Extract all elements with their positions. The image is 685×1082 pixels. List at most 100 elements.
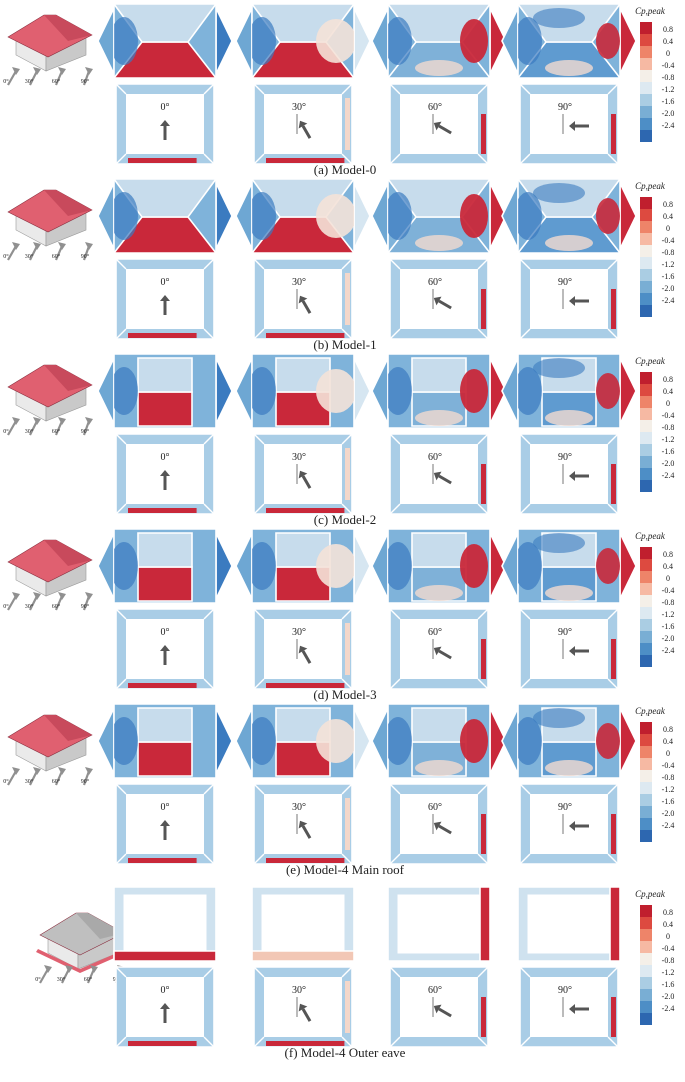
colorbar-segment (640, 22, 652, 34)
lower-windward-edge (266, 858, 345, 863)
colorbar-segment (640, 257, 652, 269)
colorbar-tick-label: -0.8 (662, 598, 675, 607)
colorbar-segment (640, 989, 652, 1001)
cp-panel-2: 60° (371, 353, 507, 515)
colorbar-segment (640, 245, 652, 257)
model-row-2: 0°30°60°90°0°30°60°90°Cp,peak0.80.40-0.4… (3, 353, 674, 527)
wind-angle-label: 30° (25, 778, 34, 785)
colorbar-tick-label: -2.0 (662, 809, 675, 818)
lower-windward-edge (128, 333, 197, 338)
wind-direction-label: 90° (558, 277, 572, 288)
cp-panel-3: 90° (501, 178, 637, 340)
row-caption: (e) Model-4 Main roof (286, 862, 405, 877)
colorbar-segment (640, 583, 652, 595)
model-row-0: 0°30°60°90°0°30°60°90°Cp,peak0.80.40-0.4… (3, 3, 675, 177)
lower-windward-edge (611, 814, 616, 854)
wind-angle-label: 60° (52, 778, 61, 785)
wind-direction-label: 90° (558, 985, 572, 996)
colorbar-segment (640, 643, 652, 655)
cp-panel-1: 30° (235, 528, 371, 690)
lower-windward-edge (128, 508, 197, 513)
wind-direction-label: 0° (161, 985, 170, 996)
wind-arrow-icon (160, 1003, 170, 1023)
lower-windward-edge (266, 508, 345, 513)
colorbar-segment (640, 221, 652, 233)
wind-direction-label: 0° (161, 452, 170, 463)
wind-direction-arrow-icon: 0° (3, 767, 20, 786)
wind-angle-label: 60° (84, 976, 93, 983)
wind-arrow-icon (296, 289, 312, 314)
wind-direction-label: 60° (428, 277, 442, 288)
row-caption: (b) Model-1 (313, 337, 376, 352)
colorbar-segment (640, 1013, 652, 1025)
cp-panel-2: 60° (371, 3, 507, 165)
wind-direction-label: 90° (558, 802, 572, 813)
building-model-icon: 0°30°60°90° (3, 539, 93, 611)
wind-direction-arrow-icon: 90° (81, 417, 93, 436)
colorbar-segment (640, 953, 652, 965)
wind-direction-label: 30° (292, 102, 306, 113)
wind-direction-label: 60° (428, 985, 442, 996)
left-side-triangle (371, 532, 389, 600)
wind-direction-arrow-icon: 30° (25, 767, 41, 786)
colorbar-segment (640, 571, 652, 583)
colorbar-segment (640, 46, 652, 58)
colorbar-tick-label: -1.6 (662, 447, 675, 456)
wind-angle-label: 30° (57, 976, 66, 983)
lower-windward-edge (128, 858, 197, 863)
lower-eave-opening (530, 977, 608, 1037)
upper-eave-opening (527, 894, 611, 954)
colorbar-segment (640, 965, 652, 977)
lower-eave-opening (530, 444, 608, 504)
wind-angle-label: 90° (81, 603, 90, 610)
wind-angle-label: 60° (52, 78, 61, 85)
colorbar-tick-label: -1.6 (662, 272, 675, 281)
right-side-triangle (619, 532, 637, 600)
wind-arrow-icon (296, 997, 312, 1022)
wind-arrow-icon (160, 120, 170, 140)
colorbar-tick-label: -1.2 (662, 435, 675, 444)
lower-windward-edge (128, 1041, 197, 1046)
wind-angle-label: 30° (25, 78, 34, 85)
left-side-triangle (501, 182, 519, 250)
colorbar-title: Cp,peak (635, 706, 666, 716)
back-slope (137, 707, 193, 743)
colorbar-tick-label: -2.0 (662, 634, 675, 643)
cp-panel-3: 90° (517, 886, 621, 1048)
colorbar-segment (640, 547, 652, 559)
cp-panel-0: 0° (97, 3, 233, 165)
wind-direction-arrow-icon: 90° (81, 767, 93, 786)
colorbar-title: Cp,peak (635, 889, 666, 899)
front-slope (137, 391, 193, 427)
wind-arrow-icon (432, 114, 452, 135)
left-side-triangle (501, 532, 519, 600)
colorbar-tick-label: -1.6 (662, 622, 675, 631)
model-row-3: 0°30°60°90°0°30°60°90°Cp,peak0.80.40-0.4… (3, 528, 675, 702)
wind-angle-label: 60° (52, 603, 61, 610)
colorbar-tick-label: -0.8 (662, 73, 675, 82)
wind-angle-label: 0° (35, 976, 41, 983)
wind-direction-arrow-icon: 60° (52, 67, 66, 86)
colorbar-segment (640, 408, 652, 420)
colorbar-segment (640, 595, 652, 607)
lower-eave-opening (530, 794, 608, 854)
lower-windward-edge (481, 289, 486, 329)
colorbar-segment (640, 782, 652, 794)
left-side-triangle (371, 7, 389, 75)
wind-direction-arrow-icon: 90° (81, 592, 93, 611)
wind-arrow-icon (432, 814, 452, 835)
back-slope (137, 532, 193, 568)
colorbar-tick-label: 0.8 (663, 25, 673, 34)
left-side-triangle (501, 7, 519, 75)
colorbar-segment (640, 456, 652, 468)
wind-direction-label: 30° (292, 985, 306, 996)
left-side-triangle (371, 182, 389, 250)
lower-windward-edge (266, 333, 345, 338)
colorbar-tick-label: 0.4 (663, 920, 673, 929)
colorbar-segment (640, 631, 652, 643)
row-caption: (a) Model-0 (314, 162, 376, 177)
colorbar-segment (640, 722, 652, 734)
